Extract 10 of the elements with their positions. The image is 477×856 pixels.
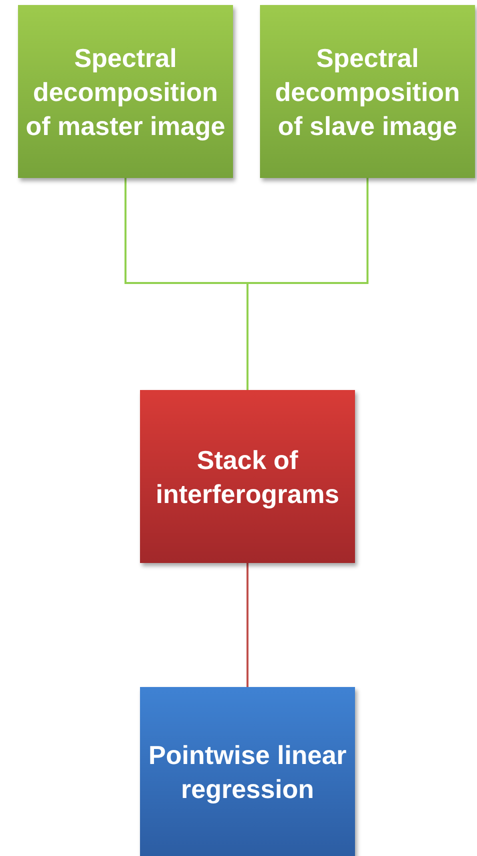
process-box xyxy=(140,687,355,856)
process-box xyxy=(140,390,355,563)
node-label: Spectral decomposition of slave image xyxy=(274,42,461,142)
connector-line xyxy=(246,178,368,390)
node-label: Pointwise linear regression xyxy=(148,738,348,806)
process-box xyxy=(260,5,475,178)
process-box xyxy=(18,5,233,178)
node-label: Stack of interferograms xyxy=(154,444,340,510)
node-label: Spectral decomposition of master image xyxy=(24,42,226,142)
connector-line xyxy=(246,563,248,687)
